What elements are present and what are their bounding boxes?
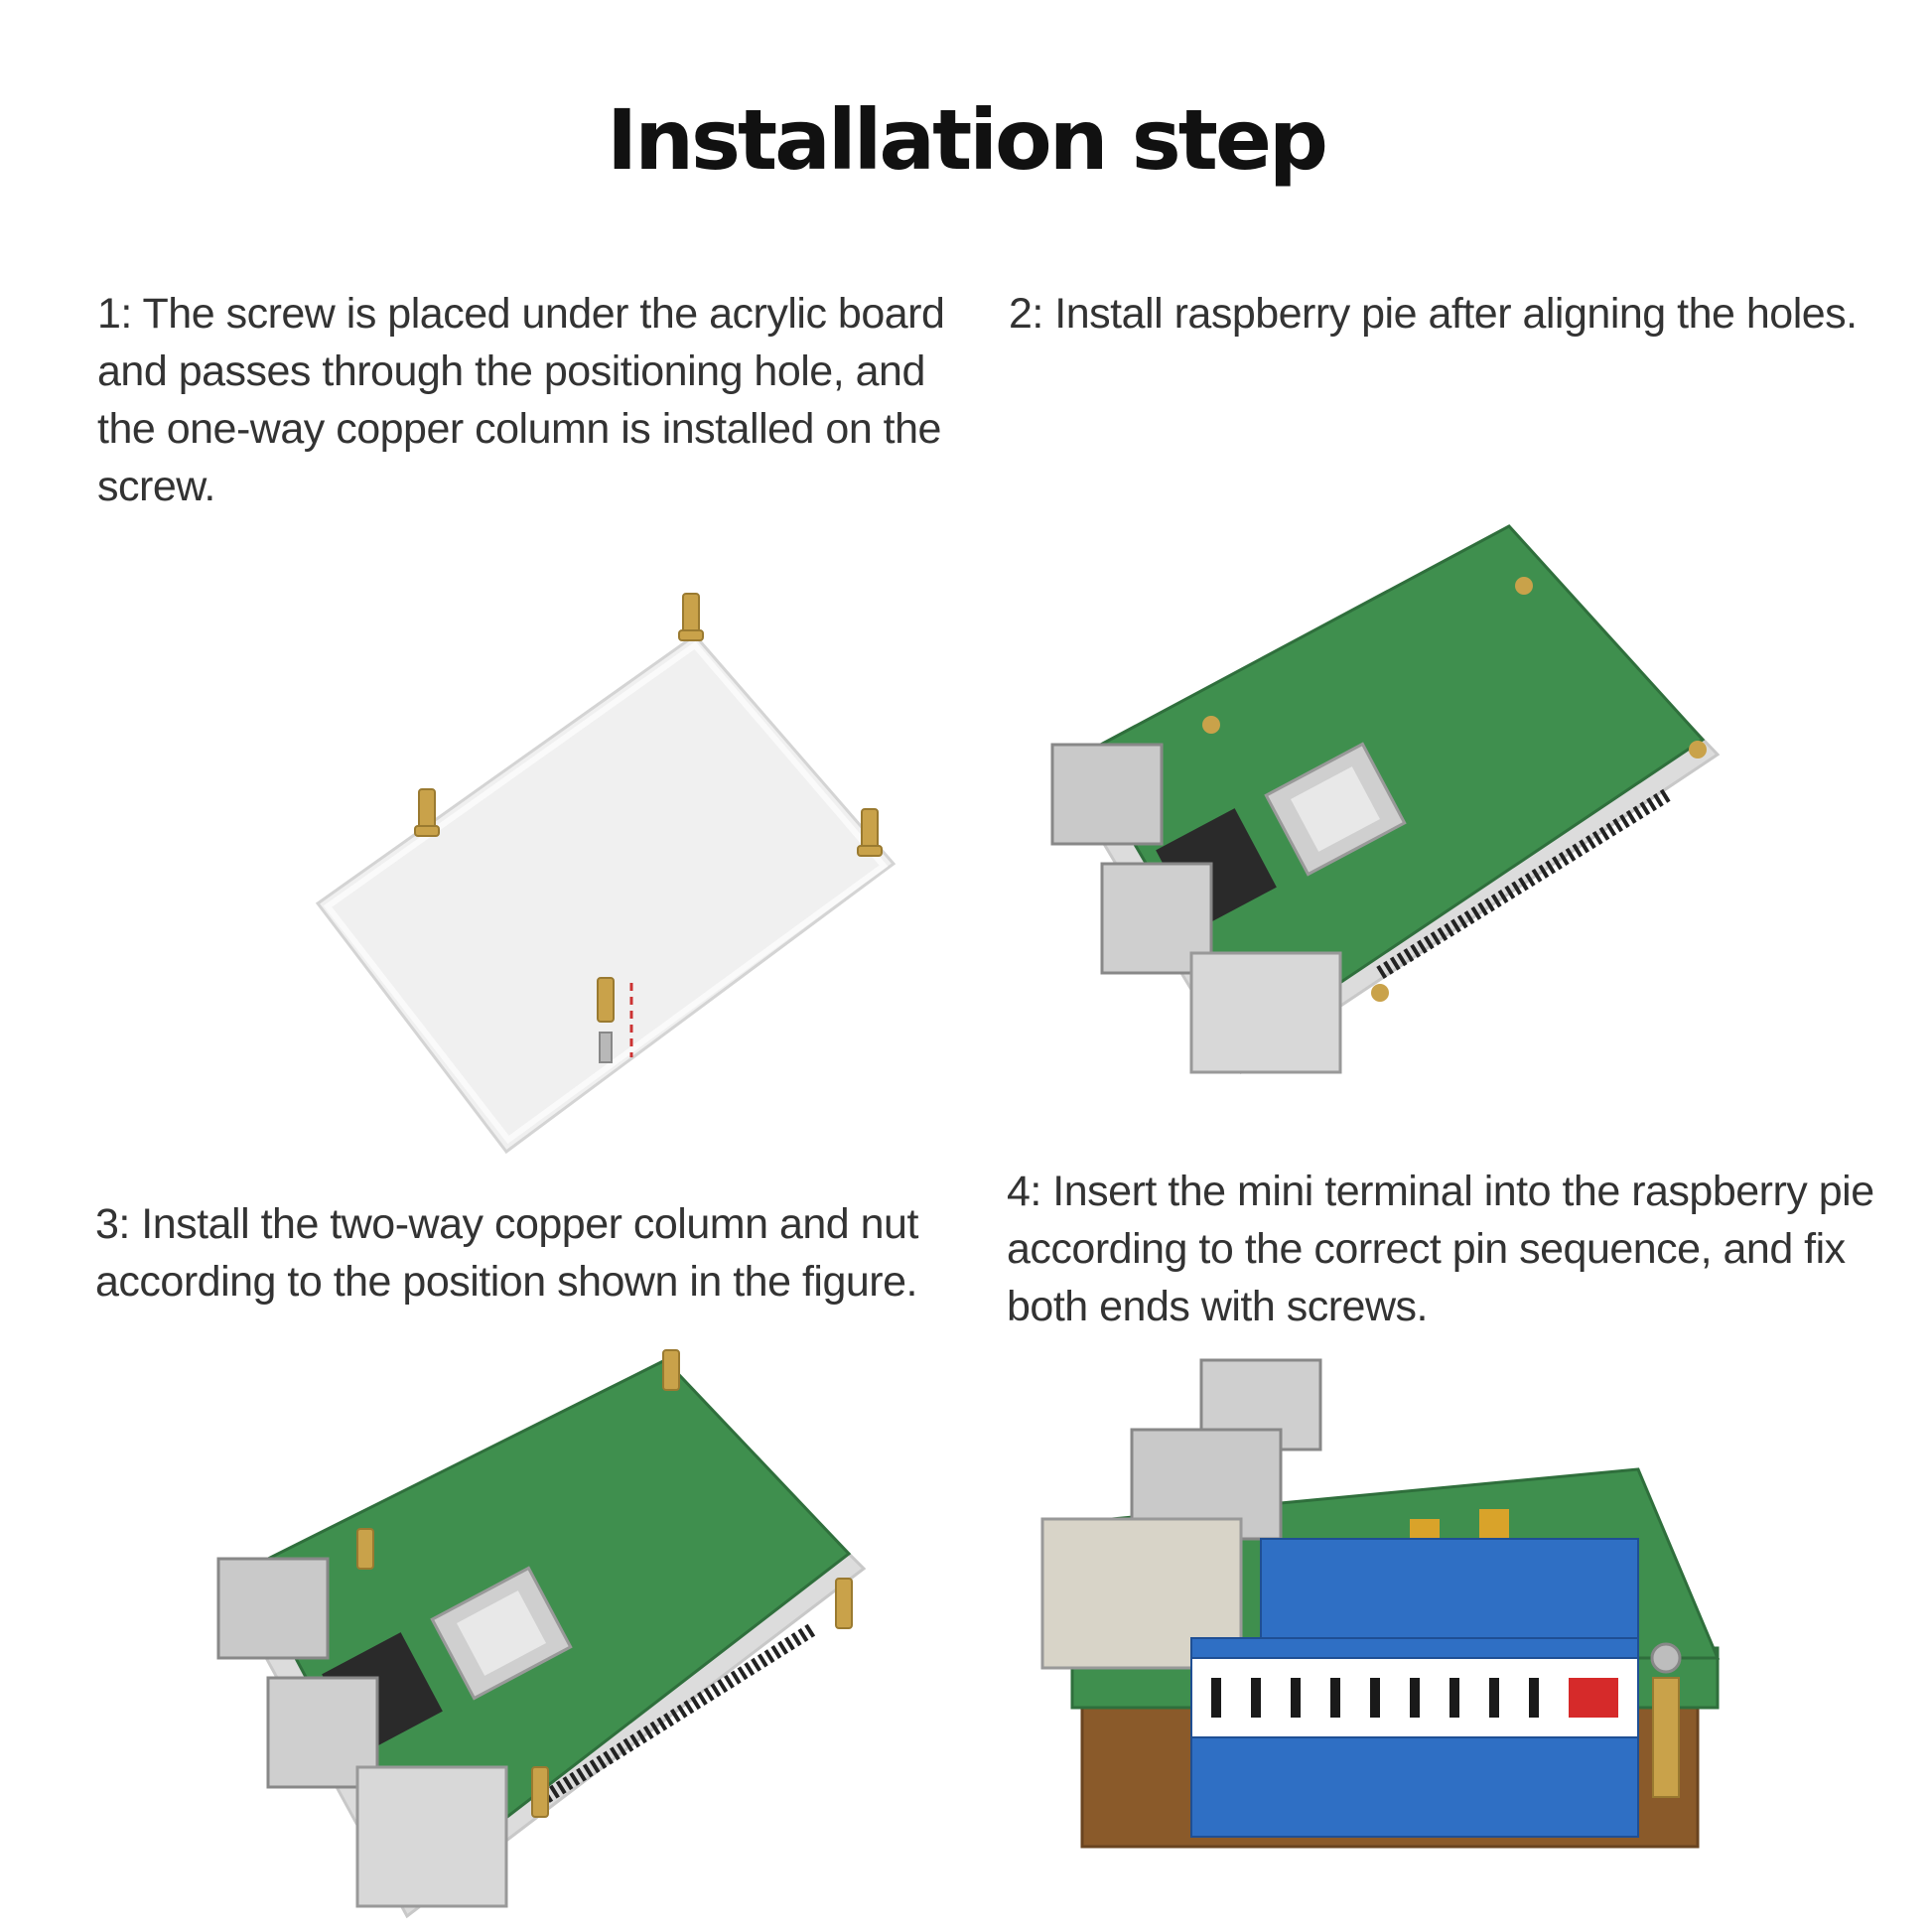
copper-column-left bbox=[414, 788, 440, 837]
acrylic-board bbox=[315, 632, 897, 1155]
copper-column-right bbox=[857, 808, 883, 857]
step-2-text: 2: Install raspberry pie after aligning … bbox=[1009, 290, 1858, 338]
step-3-image bbox=[216, 1349, 867, 1919]
page-title: Installation step bbox=[606, 91, 1328, 189]
step-3-text: 3: Install the two-way copper column and… bbox=[95, 1200, 918, 1306]
step-1-text: 1: The screw is placed under the acrylic… bbox=[97, 290, 945, 510]
terminal-block-front bbox=[1190, 1637, 1639, 1838]
step-4-image bbox=[1040, 1358, 1721, 1849]
step-1-image bbox=[315, 593, 897, 1155]
copper-column-bottom bbox=[597, 977, 615, 1023]
two-way-copper-columns bbox=[356, 1349, 853, 1818]
copper-column-top bbox=[678, 593, 704, 641]
screw bbox=[599, 1032, 613, 1063]
step-2-image bbox=[1050, 524, 1721, 1075]
step-4-text: 4: Insert the mini terminal into the ras… bbox=[1007, 1168, 1874, 1330]
